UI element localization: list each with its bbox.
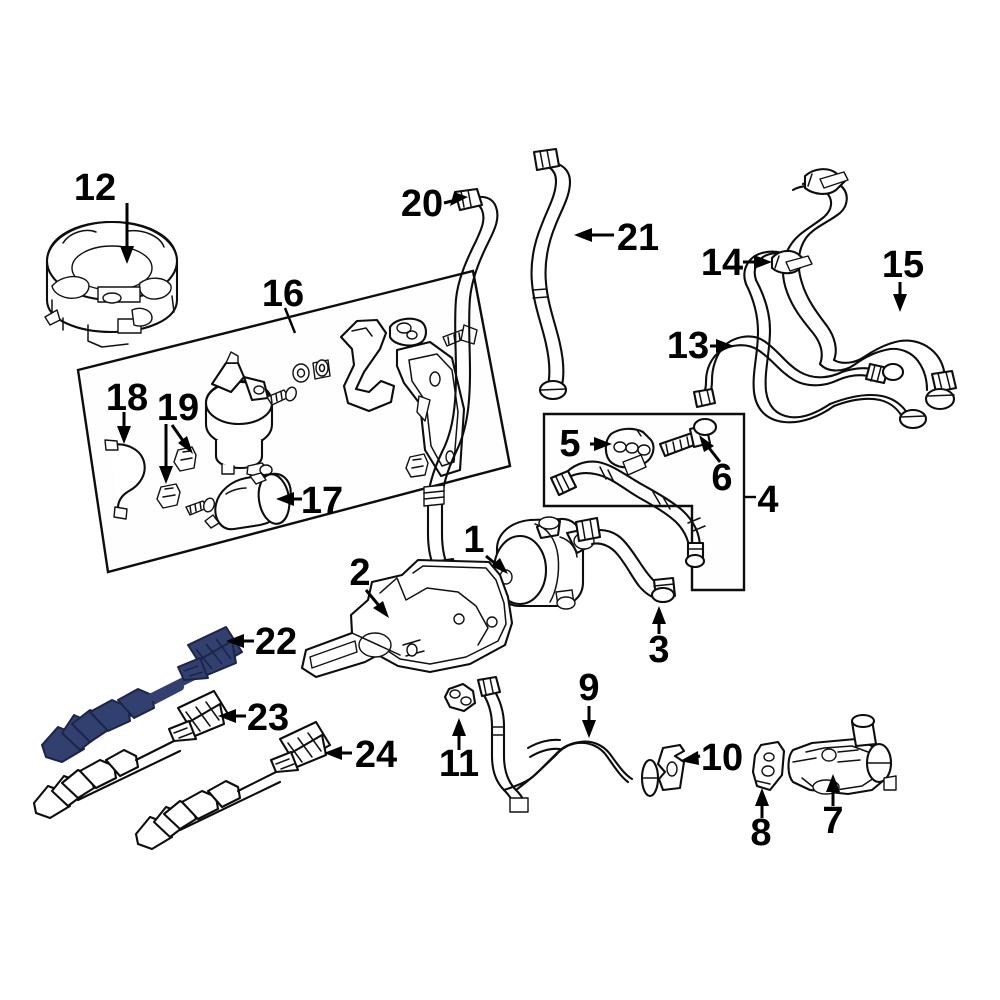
leader-8 [755, 788, 769, 818]
callout-label-17: 17 [301, 480, 343, 522]
part-12-air-pump-insulator [44, 220, 179, 348]
leader-15 [893, 282, 907, 312]
leader-23 [218, 709, 246, 723]
leader-9 [582, 706, 596, 738]
fastener-screws-box16 [185, 359, 331, 516]
part-9-air-injection-pipe [476, 675, 660, 813]
callout-label-7: 7 [822, 800, 843, 842]
callout-label-1: 1 [463, 519, 484, 561]
leader-24 [324, 746, 352, 760]
callout-label-3: 3 [648, 629, 669, 671]
callout-label-11: 11 [439, 743, 479, 785]
leader-12 [120, 203, 134, 264]
callout-label-22: 22 [255, 621, 297, 663]
callout-label-10: 10 [701, 737, 743, 779]
leader-13 [710, 339, 734, 353]
leader-16 [283, 307, 297, 334]
callout-label-9: 9 [578, 667, 599, 709]
callout-label-16: 16 [262, 273, 304, 315]
callout-label-14: 14 [701, 242, 743, 284]
callout-label-13: 13 [667, 325, 709, 367]
leader-19 [159, 424, 193, 484]
part-21-air-hose-outlet [530, 147, 572, 401]
inset-box-16 [76, 269, 512, 574]
part-8-manifold-gasket [751, 740, 786, 792]
callout-label-8: 8 [750, 812, 771, 854]
callout-label-2: 2 [349, 552, 370, 594]
leader-3 [652, 606, 666, 634]
callout-label-6: 6 [711, 457, 732, 499]
callout-label-20: 20 [401, 183, 443, 225]
part-15-vacuum-line-long [781, 168, 958, 411]
part-13-vacuum-hose-short [692, 335, 905, 409]
air-pump-body-detail [204, 351, 274, 477]
leader-18 [117, 412, 131, 444]
callout-label-23: 23 [247, 697, 289, 739]
leader-21 [574, 228, 614, 242]
leader-1 [485, 554, 508, 574]
leader-14 [743, 255, 772, 269]
part-22-oxygen-sensor-upstream [41, 626, 243, 763]
leader-6 [699, 435, 722, 463]
callout-label-21: 21 [617, 217, 659, 259]
callout-label-19: 19 [157, 387, 199, 429]
part-14-vacuum-line-connector [743, 249, 928, 430]
air-hose-box4 [549, 454, 706, 569]
leader-20 [443, 192, 468, 206]
leader-17 [276, 492, 302, 506]
part-2-pump-mounting-bracket [300, 558, 514, 679]
leader-10 [680, 751, 701, 765]
callout-label-18: 18 [106, 377, 148, 419]
callout-label-5: 5 [559, 423, 580, 465]
leader-5 [590, 437, 612, 451]
part-3-air-hose-lower [574, 516, 677, 604]
callout-label-12: 12 [74, 167, 116, 209]
part-11-pipe-gasket [443, 682, 477, 713]
callout-label-15: 15 [882, 244, 924, 286]
part-7-air-injection-manifold [787, 713, 897, 796]
callout-label-24: 24 [355, 734, 397, 776]
part-24-oxygen-sensor-downstream [134, 720, 332, 851]
leader-11 [452, 718, 466, 750]
callout-label-4: 4 [757, 479, 778, 521]
part-19-retaining-clips [156, 446, 197, 509]
part-10-pipe-bracket [656, 743, 686, 792]
part-23-oxygen-sensor-mid [32, 689, 230, 820]
leader-22 [226, 634, 254, 648]
part-18-vacuum-hose-elbow [104, 439, 146, 520]
leader-7 [826, 774, 840, 806]
leader-2 [364, 589, 389, 618]
